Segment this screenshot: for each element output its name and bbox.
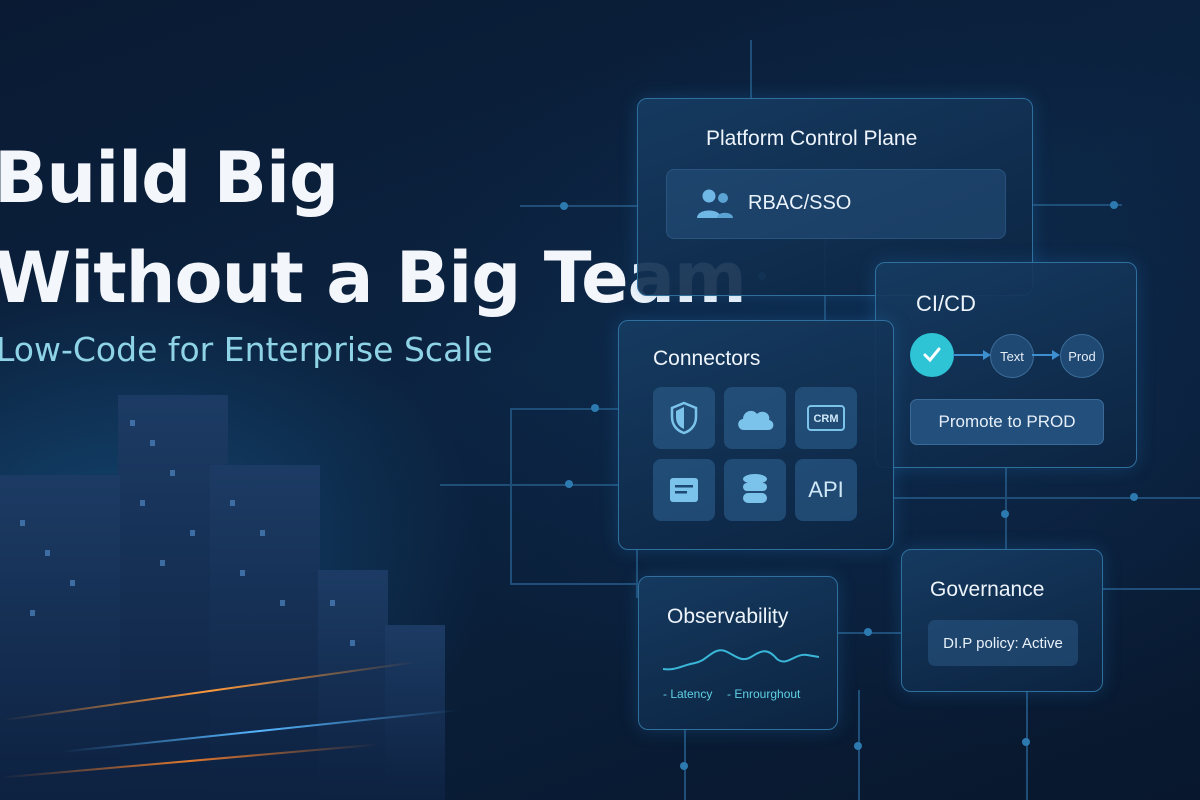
- connector-tile-api[interactable]: API: [795, 459, 857, 521]
- promote-to-prod-button[interactable]: Promote to PROD: [910, 399, 1104, 445]
- governance-panel: Governance DI.P policy: Active: [901, 549, 1103, 692]
- users-icon: [697, 189, 733, 218]
- pipeline-step-text: Text: [990, 334, 1034, 378]
- cicd-title: CI/CD: [916, 291, 976, 316]
- arrow-icon: [1032, 350, 1060, 360]
- connector-tile-cloud[interactable]: [724, 387, 786, 449]
- hero-title: Build Big Without a Big Team: [0, 128, 747, 328]
- observability-panel: Observability - Latency - Enrourghout: [638, 576, 838, 730]
- hero-title-line-1: Build Big: [0, 137, 339, 219]
- governance-title: Governance: [930, 578, 1045, 601]
- rbac-sso-label: RBAC/SSO: [748, 192, 852, 214]
- pipeline-step-prod: Prod: [1060, 334, 1104, 378]
- crm-label: CRM: [813, 413, 839, 425]
- connector-tile-document[interactable]: [653, 459, 715, 521]
- observability-title: Observability: [667, 605, 789, 628]
- hero-title-line-2: Without a Big Team: [0, 237, 747, 319]
- control-plane-title: Platform Control Plane: [706, 127, 918, 150]
- api-icon: API: [808, 477, 844, 502]
- connectors-title: Connectors: [653, 347, 761, 370]
- connector-tile-database[interactable]: [724, 459, 786, 521]
- connectors-panel: Connectors CRM API: [618, 320, 894, 550]
- sparkline-chart: [663, 649, 819, 671]
- check-icon: [923, 347, 941, 363]
- crm-icon: CRM: [807, 405, 845, 431]
- pipeline-check-step: [910, 333, 954, 377]
- document-icon: [670, 478, 698, 502]
- database-icon: [743, 474, 767, 503]
- connector-tile-security[interactable]: [653, 387, 715, 449]
- cloud-icon: [738, 410, 774, 430]
- connector-tile-crm[interactable]: CRM: [795, 387, 857, 449]
- shield-icon: [670, 401, 698, 435]
- cicd-panel: CI/CD Text Prod Promote to PROD: [875, 262, 1137, 468]
- hero-subtitle: Low-Code for Enterprise Scale: [0, 330, 493, 369]
- rbac-sso-item[interactable]: RBAC/SSO: [666, 169, 1006, 239]
- legend-throughput: - Enrourghout: [727, 687, 801, 701]
- legend-latency: - Latency: [663, 687, 713, 701]
- dlp-policy-status: DI.P policy: Active: [928, 620, 1078, 666]
- arrow-icon: [953, 350, 991, 360]
